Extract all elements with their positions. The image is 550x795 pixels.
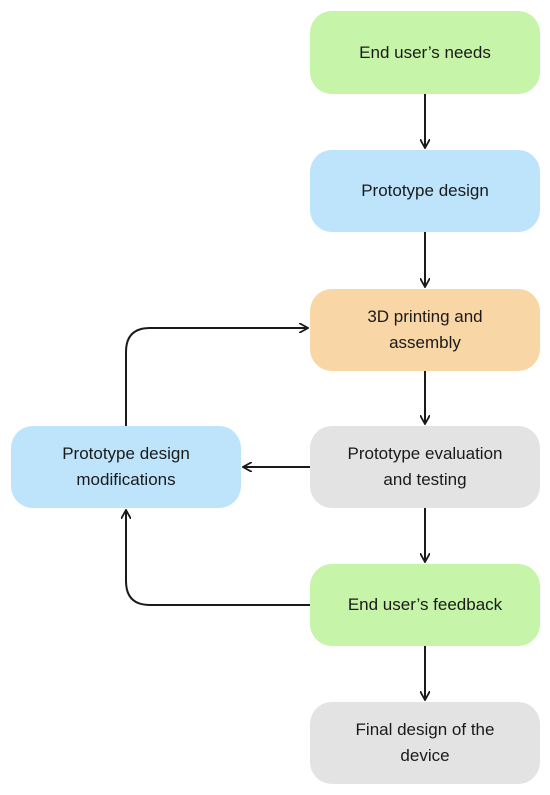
edge-mods-to-print [125,328,307,426]
node-final-design: Final design of the device [310,702,540,784]
node-label: Prototype evaluation and testing [347,444,503,489]
edge-feedback-to-mods [126,511,310,606]
node-label: End user’s needs [359,42,491,62]
node-end-users-feedback: End user’s feedback [310,564,540,646]
node-prototype-design: Prototype design [310,150,540,232]
node-label: 3D printing and assembly [367,307,483,352]
node-prototype-evaluation: Prototype evaluation and testing [310,426,540,508]
node-label: Final design of the device [355,720,495,765]
node-label: End user’s feedback [347,595,503,614]
node-label: Prototype design [361,181,489,200]
node-end-users-needs: End user’s needs [310,11,540,94]
node-label: Prototype design modifications [62,444,190,489]
node-prototype-modifications: Prototype design modifications [11,426,241,508]
node-3d-printing-assembly: 3D printing and assembly [310,289,540,371]
